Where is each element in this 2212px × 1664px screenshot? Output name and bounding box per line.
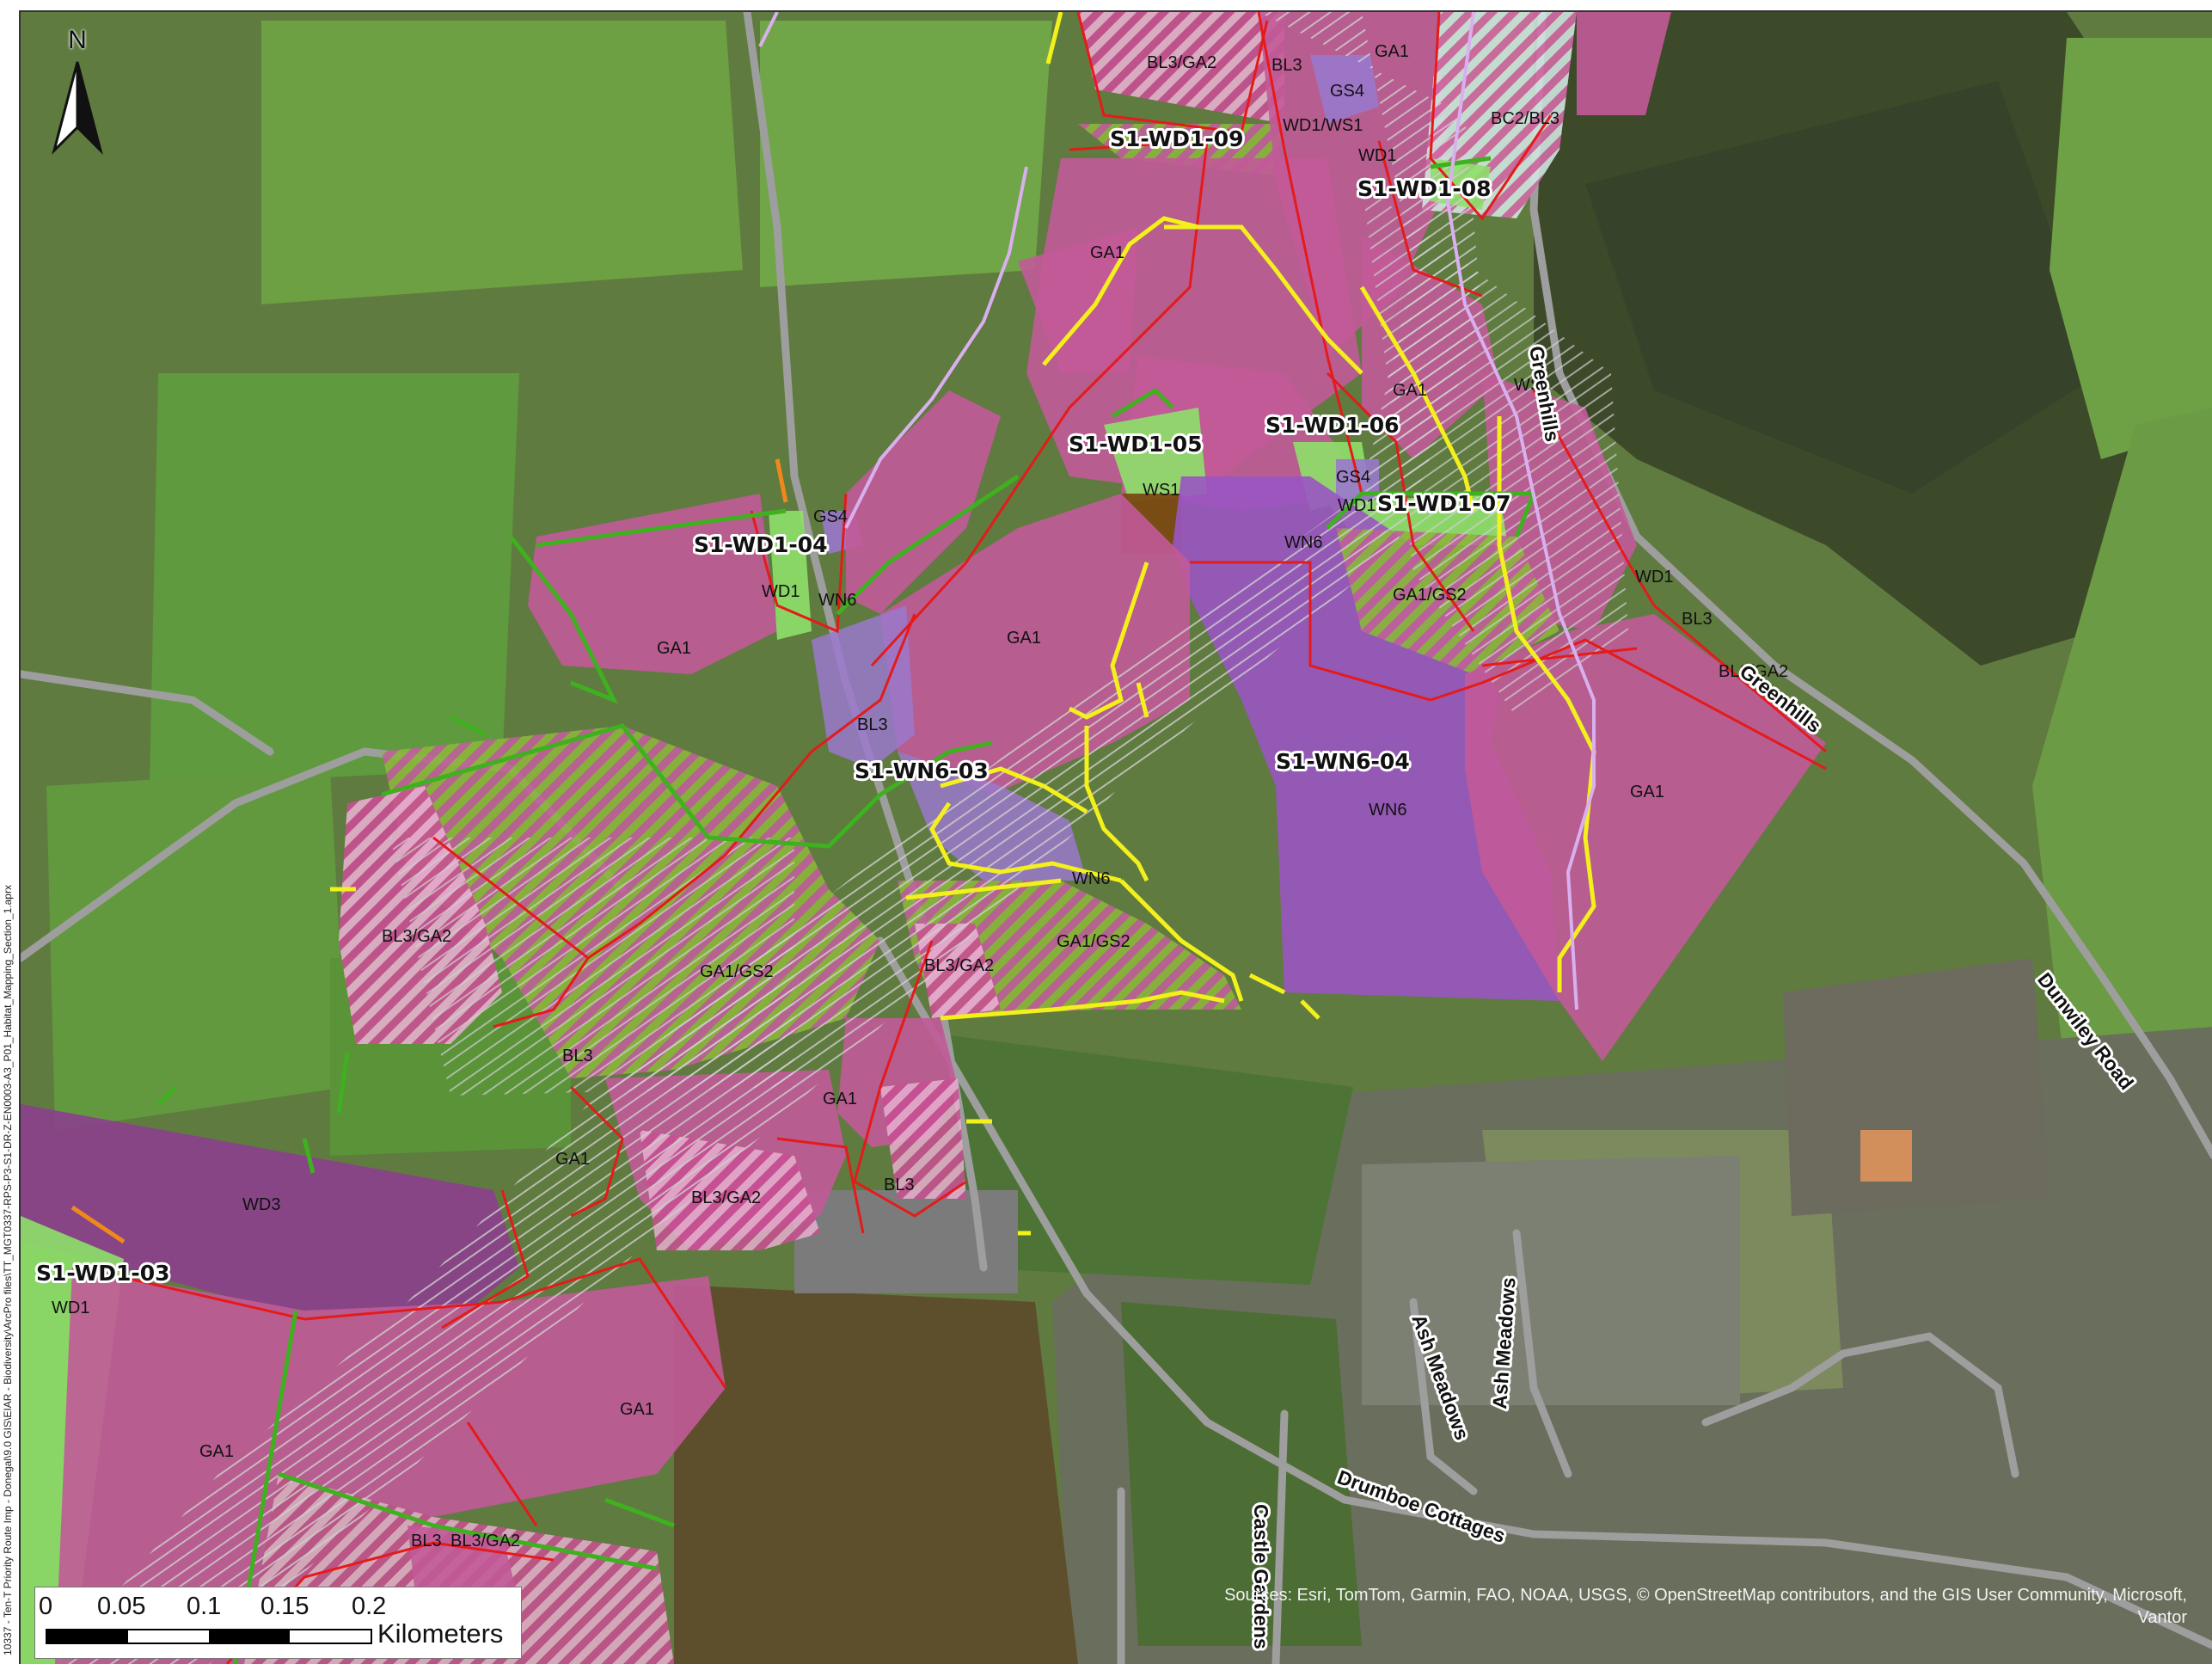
scale-bar: 0 0.05 0.1 0.15 0.2 Kilometers	[34, 1587, 522, 1659]
north-arrow-icon	[52, 61, 103, 155]
habitat-label: GA1	[1630, 783, 1664, 801]
map-attribution: Sources: Esri, TomTom, Garmin, FAO, NOAA…	[1224, 1586, 2187, 1627]
north-arrow: N	[47, 26, 107, 155]
habitat-label: GA1	[620, 1400, 654, 1419]
habitat-label: GS4	[1336, 468, 1370, 487]
north-label: N	[68, 26, 87, 54]
site-id-labels: S1-WD1-09 S1-WD1-08 S1-WD1-05 S1-WD1-06 …	[34, 124, 1514, 1288]
habitat-label: BL3	[857, 715, 888, 734]
road-label-castle-gardens: Castle Gardens	[1250, 1504, 1272, 1649]
boundary-red	[80, 12, 1827, 1664]
habitat-label: WN6	[1072, 869, 1110, 888]
site-id-label: S1-WD1-06	[1265, 413, 1400, 438]
habitat-label: BL3	[1271, 56, 1302, 75]
habitat-label: GA1	[823, 1090, 857, 1108]
habitat-label: WN6	[1284, 533, 1322, 552]
habitat-label: GA1	[1007, 629, 1041, 648]
site-id-label: S1-WD1-04	[694, 532, 828, 557]
habitat-label: BL3	[884, 1176, 915, 1194]
habitat-label: BL3	[1682, 610, 1713, 629]
habitat-label: GS4	[1330, 82, 1364, 101]
habitat-label: BC2/BL3	[1491, 109, 1559, 128]
habitat-label: WS1	[1143, 481, 1180, 500]
habitat-label: WD3	[242, 1195, 280, 1214]
habitat-label: GA1/GS2	[1057, 932, 1131, 951]
habitat-label: GA1/GS2	[700, 962, 774, 981]
boundary-lilac	[758, 12, 1596, 1010]
site-id-label: S1-WD1-03	[36, 1261, 170, 1286]
habitat-label: GA1	[555, 1150, 590, 1169]
habitat-label: WD1/WS1	[1283, 116, 1363, 135]
scale-tick-label: 0	[39, 1593, 53, 1620]
habitat-label: WN6	[1369, 801, 1406, 820]
boundary-orange	[70, 458, 788, 1244]
scale-tick-label: 0.2	[352, 1593, 387, 1620]
habitat-label: GA1	[1393, 381, 1427, 400]
scale-unit-label: Kilometers	[377, 1618, 504, 1649]
site-id-label: S1-WD1-08	[1357, 176, 1492, 201]
habitat-label: WD1	[762, 582, 800, 601]
project-file-path: 10337 - Ten-T Priority Route Imp - Doneg…	[2, 885, 14, 1655]
habitat-label: WS1	[1514, 376, 1551, 395]
habitat-label: WD1	[52, 1299, 89, 1317]
habitat-label: WN6	[818, 591, 856, 610]
site-id-label: S1-WN6-04	[1276, 749, 1410, 774]
boundary-green	[156, 156, 1537, 1664]
site-id-label: S1-WN6-03	[855, 758, 989, 783]
habitat-label: BL3/GA2	[1147, 53, 1216, 72]
scale-tick-label: 0.1	[187, 1593, 222, 1620]
proposed-road-corridor	[55, 12, 1628, 1664]
map-canvas[interactable]: BL3/GA2 BL3 GA1 GS4 BC2/BL3 WD1/WS1 WD1 …	[19, 10, 2212, 1664]
scale-tick-label: 0.15	[260, 1593, 309, 1620]
habitat-label: GA1	[199, 1442, 234, 1461]
habitat-label: GA1	[657, 639, 691, 658]
habitat-map: BL3/GA2 BL3 GA1 GS4 BC2/BL3 WD1/WS1 WD1 …	[21, 12, 2212, 1664]
habitat-code-labels: BL3/GA2 BL3 GA1 GS4 BC2/BL3 WD1/WS1 WD1 …	[52, 42, 1788, 1550]
habitat-label: BL3/GA2	[924, 956, 994, 975]
habitat-label: WD1	[1635, 568, 1673, 586]
habitat-label: BL3	[411, 1532, 442, 1550]
boundary-yellow	[330, 12, 1596, 1236]
habitat-label: GS4	[813, 507, 848, 526]
habitat-label: BL2/GA2	[1719, 662, 1788, 681]
habitat-label: GA1	[1375, 42, 1409, 61]
habitat-label: WD1	[1338, 496, 1376, 515]
site-id-label: S1-WD1-07	[1377, 491, 1511, 516]
scale-tick-label: 0.05	[97, 1593, 146, 1620]
habitat-label: GA1/GS2	[1393, 586, 1467, 605]
habitat-label: BL3/GA2	[382, 927, 451, 946]
habitat-label: WD1	[1358, 146, 1396, 165]
habitat-label: GA1	[1090, 243, 1124, 262]
habitat-label: BL3/GA2	[450, 1532, 520, 1550]
habitat-label: BL3	[562, 1047, 593, 1065]
habitat-label: BL3/GA2	[691, 1188, 761, 1207]
scale-bar-graphic	[46, 1629, 372, 1644]
site-id-label: S1-WD1-05	[1069, 432, 1203, 457]
site-id-label: S1-WD1-09	[1110, 126, 1244, 151]
